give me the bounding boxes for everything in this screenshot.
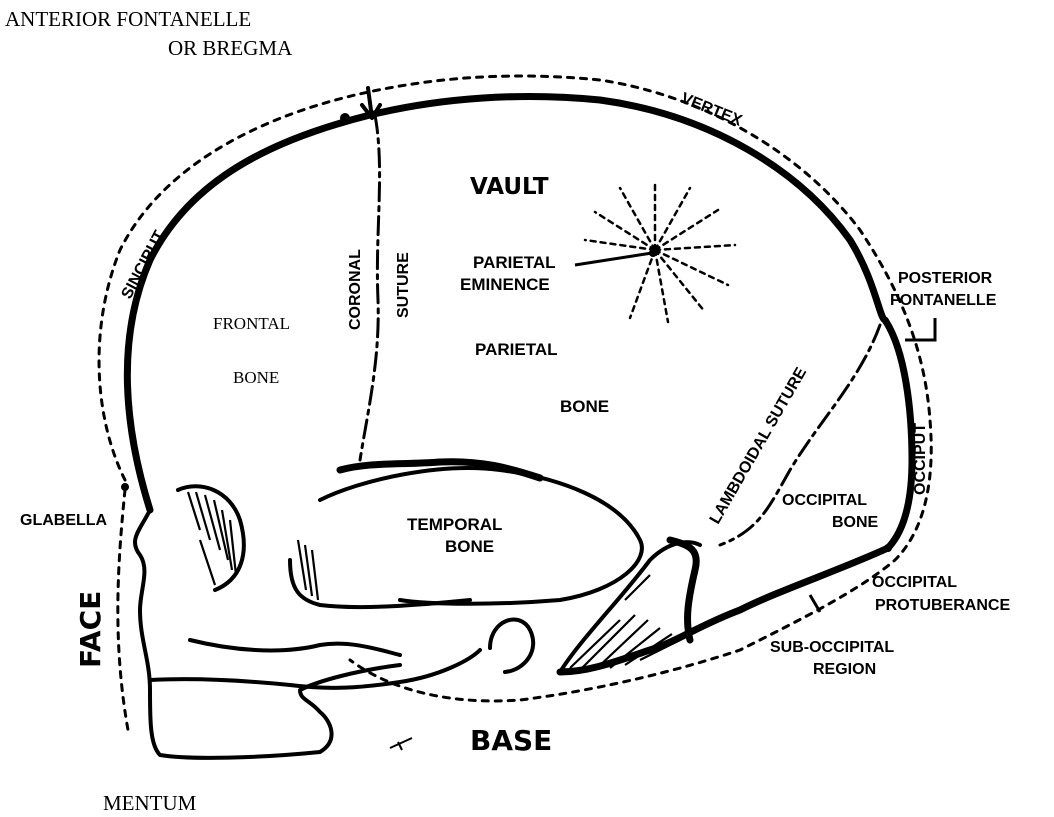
mastoid-outline (490, 620, 533, 672)
occipital-protuberance-dot (884, 544, 892, 552)
parietal-eminence-rays (585, 180, 735, 322)
label-posterior-fontanelle-line2: FONTANELLE (890, 292, 997, 309)
label-suture: SUTURE (395, 252, 412, 318)
label-parietal: PARIETAL (475, 340, 557, 359)
outer-region-dashed-outline (99, 76, 931, 701)
label-mentum: MENTUM (103, 791, 197, 815)
label-occipital-line1: OCCIPITAL (782, 492, 867, 509)
label-coronal: CORONAL (347, 249, 364, 330)
label-occipital-line2: BONE (832, 514, 879, 531)
zygoma-line (190, 640, 400, 655)
face-dashed-outline (118, 490, 128, 730)
base-small-mark (390, 738, 412, 750)
temporal-hatching (298, 540, 318, 600)
label-vault: VAULT (470, 174, 549, 200)
label-sub-occipital-line2: REGION (813, 661, 876, 678)
label-sub-occipital-line1: SUB-OCCIPITAL (770, 639, 894, 656)
occipital-base-inner (670, 540, 696, 640)
label-anterior-fontanelle-line2: OR BREGMA (168, 36, 293, 60)
parietal-eminence-dot (649, 249, 657, 257)
label-frontal: FRONTAL (213, 314, 290, 333)
temporal-bone-outline (320, 468, 642, 604)
label-posterior-fontanelle-line1: POSTERIOR (898, 270, 993, 287)
label-parietal-eminence-line1: PARIETAL (473, 253, 555, 272)
label-glabella: GLABELLA (20, 512, 108, 529)
anterior-fontanelle-dot (340, 113, 350, 123)
label-occiput: OCCIPUT (912, 423, 929, 495)
label-temporal-line2: BONE (445, 537, 494, 556)
label-frontal-bone: BONE (233, 368, 279, 387)
label-temporal-line1: TEMPORAL (407, 515, 502, 534)
sub-occipital-pointer (810, 595, 820, 612)
label-occipital-protuberance-line2: PROTUBERANCE (875, 597, 1010, 614)
glabella-dot (121, 483, 129, 491)
label-parietal-eminence-line2: EMINENCE (460, 275, 550, 294)
orbit-hatching (188, 492, 236, 585)
label-occipital-protuberance-line1: OCCIPITAL (872, 574, 957, 591)
label-face: FACE (74, 591, 107, 668)
label-anterior-fontanelle-line1: ANTERIOR FONTANELLE (5, 7, 251, 31)
parietal-eminence-pointer (575, 253, 652, 265)
label-base: BASE (470, 724, 552, 757)
label-parietal-bone: BONE (560, 397, 609, 416)
face-outline (135, 510, 400, 758)
lambdoidal-suture-line (720, 325, 880, 545)
